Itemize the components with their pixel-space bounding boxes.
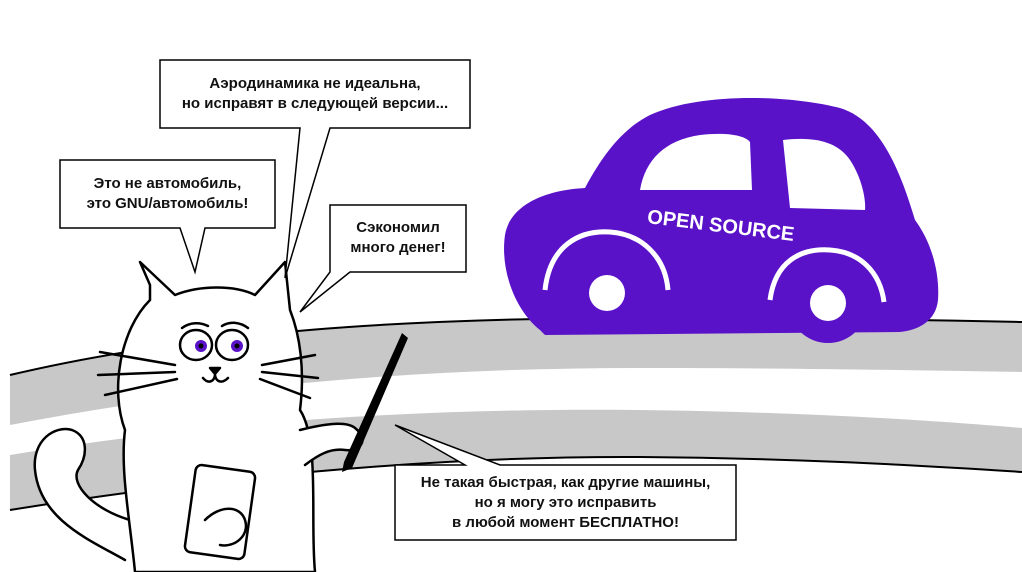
car-window-rear bbox=[640, 133, 752, 190]
cat-whiskers-left bbox=[96, 350, 179, 397]
bubble-gnu-line1: Это не автомобиль, bbox=[93, 175, 242, 192]
cat-brow-left bbox=[180, 322, 210, 330]
bubble-aerodynamics-line1: Аэродинамика не идеальна, bbox=[209, 75, 421, 92]
bubble-gnu bbox=[59, 159, 276, 275]
cat-body bbox=[116, 260, 317, 572]
cat-brow-right bbox=[220, 321, 250, 330]
cat-pupil-left-dot bbox=[198, 343, 204, 349]
bubble-speed bbox=[394, 424, 737, 541]
cat-nose bbox=[208, 366, 222, 376]
speech-bubbles bbox=[59, 59, 737, 541]
bubble-speed-line1: Не такая быстрая, как другие машины, bbox=[420, 474, 711, 491]
bubble-saved-line1: Сэкономил bbox=[356, 219, 440, 236]
bubble-saved-line2: много денег! bbox=[350, 239, 446, 256]
bubble-speed-line2: но я могу это исправить bbox=[474, 494, 657, 511]
car-window-front bbox=[783, 138, 866, 210]
pen-icon bbox=[342, 333, 408, 472]
cat-whiskers-right bbox=[258, 353, 320, 400]
bubble-aerodynamics bbox=[159, 59, 471, 279]
bubble-gnu-line2: это GNU/автомобиль! bbox=[86, 195, 249, 212]
cat-pupil-right-dot bbox=[234, 343, 240, 349]
car-hubcap-front bbox=[810, 285, 846, 321]
bubble-saved-text: Сэкономил много денег! bbox=[330, 218, 466, 258]
bubble-speed-text: Не такая быстрая, как другие машины, но … bbox=[395, 473, 736, 533]
car-wheel-arch-front bbox=[767, 247, 887, 303]
car-illustration: OPEN SOURCE bbox=[504, 97, 939, 343]
cat-tail bbox=[33, 427, 132, 562]
bubble-aerodynamics-text: Аэродинамика не идеальна, но исправят в … bbox=[160, 74, 470, 114]
bubble-gnu-text: Это не автомобиль, это GNU/автомобиль! bbox=[60, 174, 275, 214]
car-wheel-arch-rear bbox=[542, 229, 671, 291]
bubble-speed-line3: в любой момент БЕСПЛАТНО! bbox=[452, 514, 679, 531]
cat-illustration bbox=[33, 260, 364, 572]
bubble-saved bbox=[299, 204, 467, 313]
car-hubcap-rear bbox=[589, 275, 625, 311]
cat-hand-left bbox=[203, 507, 248, 547]
cat-mouth bbox=[201, 373, 230, 383]
bubble-aerodynamics-line2: но исправят в следующей версии... bbox=[181, 95, 449, 112]
